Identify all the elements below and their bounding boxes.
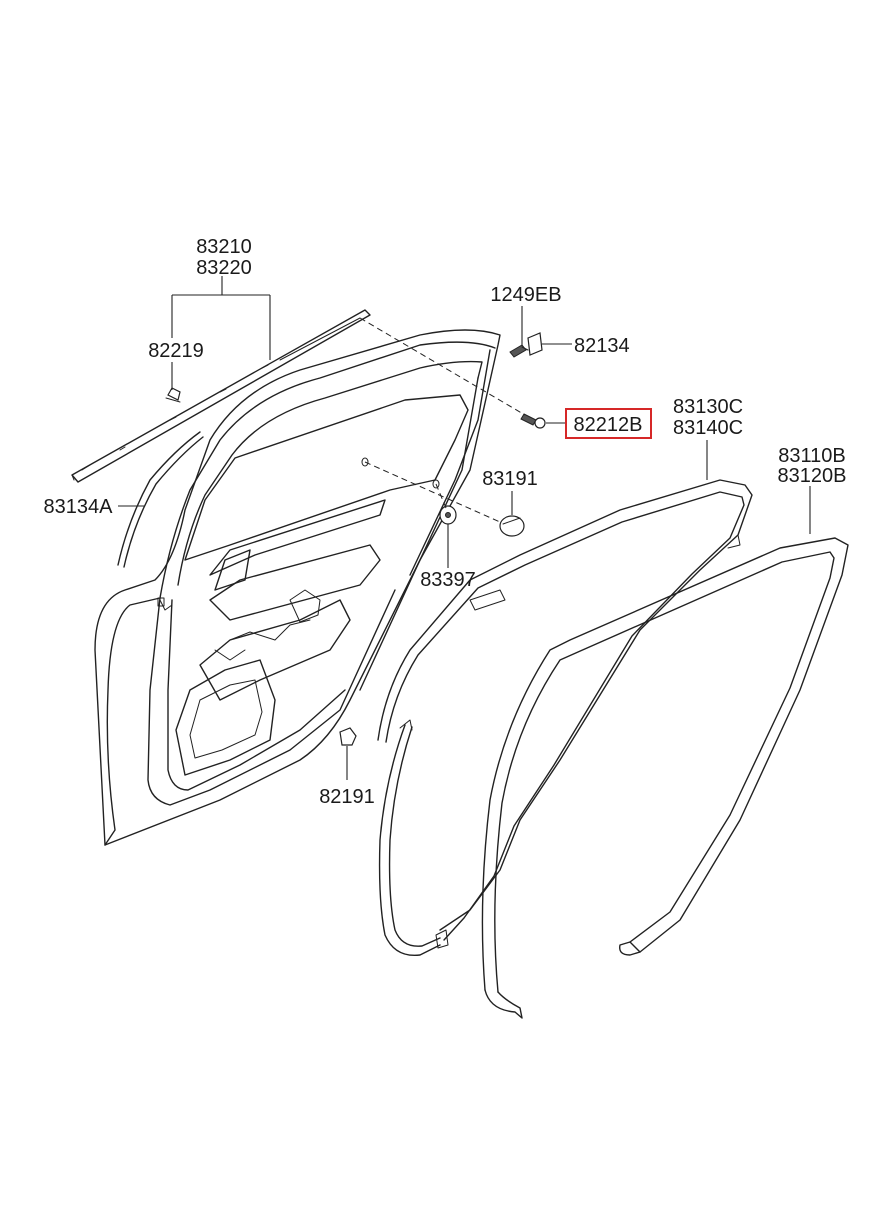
clip-82134 bbox=[527, 332, 543, 356]
highlight-box-82212b bbox=[565, 408, 652, 439]
label-82212B: 82212B bbox=[574, 414, 643, 436]
clip-82219 bbox=[165, 387, 181, 403]
label-83397: 83397 bbox=[420, 569, 476, 591]
leader-lines bbox=[118, 276, 811, 780]
weatherstrip-83130c bbox=[377, 479, 753, 957]
screw-1249eb bbox=[509, 344, 529, 358]
plug-83191 bbox=[499, 515, 525, 537]
label-82134: 82134 bbox=[574, 335, 630, 357]
belt-moulding bbox=[71, 309, 371, 483]
pad-83397 bbox=[439, 505, 457, 525]
label-83140C: 83140C bbox=[673, 417, 743, 439]
label-83220: 83220 bbox=[196, 257, 252, 279]
label-83110B: 83110B bbox=[778, 445, 845, 467]
screw-82212b bbox=[520, 413, 546, 429]
weatherstrip-83110b bbox=[481, 537, 849, 1019]
weatherstrip-83134a bbox=[117, 431, 204, 568]
label-83120B: 83120B bbox=[778, 465, 847, 487]
label-83134A: 83134A bbox=[44, 496, 114, 518]
label-82219: 82219 bbox=[148, 340, 204, 362]
bumper-82191 bbox=[339, 727, 357, 746]
label-83130C: 83130C bbox=[673, 396, 743, 418]
label-82191: 82191 bbox=[319, 786, 375, 808]
assembly-lines bbox=[359, 317, 526, 523]
label-83210: 83210 bbox=[196, 236, 252, 258]
label-1249EB: 1249EB bbox=[490, 284, 561, 306]
label-83191: 83191 bbox=[482, 468, 538, 490]
